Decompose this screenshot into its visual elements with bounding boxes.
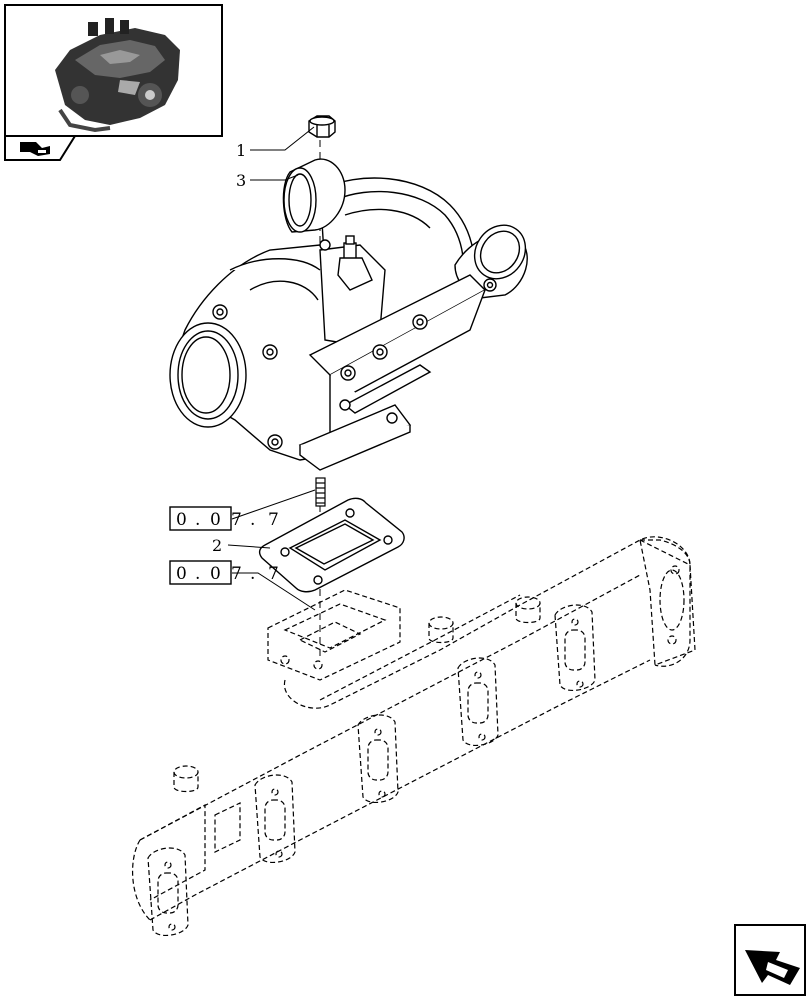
callout-labels: 1 3 2 <box>212 141 246 555</box>
engine-thumbnail[interactable] <box>4 4 223 137</box>
ref2-char-1: 0 <box>176 564 187 584</box>
engine-thumbnail-icon <box>55 18 180 133</box>
ref1-char-3: 0 <box>210 510 221 530</box>
ref1-char-5: . <box>250 510 255 530</box>
reference-box-1[interactable]: 0 . 0 7 . 7 <box>169 506 279 531</box>
exhaust-manifold-phantom <box>131 536 696 937</box>
ref1-char-1: 0 <box>176 510 187 530</box>
ref2-char-4: 7 <box>231 564 242 584</box>
ref2-char-3: 0 <box>210 564 221 584</box>
stud-part <box>315 477 326 507</box>
ref1-char-6: 7 <box>268 510 279 530</box>
ref2-char-6: 7 <box>268 564 279 584</box>
ref2-char-5: . <box>250 564 255 584</box>
navigation-bookmark[interactable] <box>4 135 77 161</box>
turbocharger-part <box>169 158 528 471</box>
nut-part <box>308 115 336 138</box>
leader-lines <box>227 126 316 611</box>
next-page-arrow-icon <box>745 950 800 985</box>
ref2-char-2: . <box>195 564 200 584</box>
navigation-bookmark-icon <box>20 142 50 156</box>
callout-1: 1 <box>236 141 246 160</box>
callout-3: 3 <box>236 171 246 190</box>
ref1-char-2: . <box>195 510 200 530</box>
gasket-part <box>258 497 405 593</box>
ref1-char-4: 7 <box>231 510 242 530</box>
reference-box-2[interactable]: 0 . 0 7 . 7 <box>169 560 279 585</box>
callout-2: 2 <box>212 536 222 555</box>
next-page-button[interactable] <box>734 924 806 996</box>
